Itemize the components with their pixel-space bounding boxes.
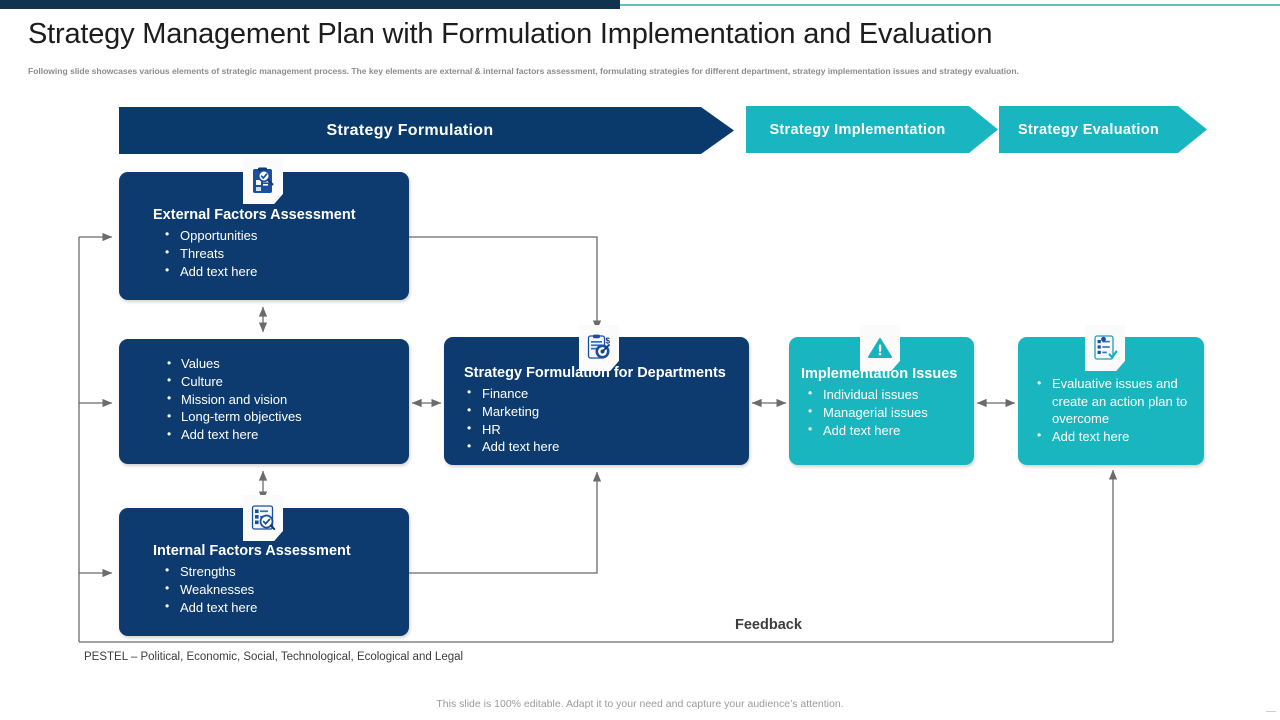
- warning-triangle-icon: [860, 325, 900, 371]
- list-item: HR: [454, 420, 739, 439]
- list-item: Add text here: [152, 598, 399, 617]
- top-accent-bar-teal: [620, 4, 1280, 6]
- clipboard-target-icon: $: [579, 325, 619, 371]
- list-item: Weaknesses: [152, 580, 399, 599]
- page-title: Strategy Management Plan with Formulatio…: [28, 18, 993, 50]
- svg-text:$: $: [606, 337, 611, 346]
- card-bullet-list: Opportunities Threats Add text here: [152, 226, 399, 281]
- list-item: Culture: [159, 372, 399, 391]
- list-item: Values: [159, 355, 399, 373]
- card-bullet-list: Strengths Weaknesses Add text here: [152, 562, 399, 617]
- checklist-magnifier-icon: [243, 495, 283, 541]
- card-heading: External Factors Assessment: [153, 207, 356, 223]
- checklist-check-icon: [1085, 325, 1125, 371]
- list-item: Add text here: [454, 438, 739, 456]
- corner-mark: [1266, 710, 1276, 712]
- list-item: Add text here: [1026, 427, 1196, 446]
- phase-chevron-strategy-implementation[interactable]: Strategy Implementation: [746, 106, 998, 153]
- card-bullet-list: Values Culture Mission and vision Long-t…: [159, 355, 399, 444]
- list-item: Add text here: [797, 421, 966, 440]
- phase-chevron-label: Strategy Formulation: [326, 121, 494, 139]
- phase-chevron-label: Strategy Implementation: [769, 121, 946, 138]
- phase-chevron-strategy-formulation[interactable]: Strategy Formulation: [119, 107, 734, 154]
- list-item: Add text here: [159, 426, 399, 444]
- list-item: Evaluative issues and create an action p…: [1026, 375, 1196, 428]
- list-item: Long-term objectives: [159, 408, 399, 426]
- pestel-legend: PESTEL – Political, Economic, Social, Te…: [84, 651, 464, 663]
- top-accent-bar-navy: [0, 0, 620, 9]
- list-item: Finance: [454, 384, 739, 403]
- slide-footnote: This slide is 100% editable. Adapt it to…: [436, 698, 844, 710]
- list-item: Threats: [152, 244, 399, 263]
- list-item: Individual issues: [797, 385, 966, 404]
- card-bullet-list: Finance Marketing HR Add text here: [454, 384, 739, 456]
- feedback-label: Feedback: [735, 617, 802, 633]
- list-item: Mission and vision: [159, 390, 399, 409]
- list-item: Strengths: [152, 562, 399, 581]
- card-organizational-values[interactable]: Values Culture Mission and vision Long-t…: [119, 339, 409, 464]
- list-item: Marketing: [454, 402, 739, 421]
- clipboard-magnifier-icon: [243, 158, 283, 204]
- card-heading: Implementation Issues: [801, 366, 958, 382]
- card-implementation-issues[interactable]: Implementation Issues Individual issues …: [789, 337, 974, 465]
- card-heading: Strategy Formulation for Departments: [464, 365, 726, 381]
- phase-chevron-label: Strategy Evaluation: [1017, 121, 1160, 138]
- card-heading: Internal Factors Assessment: [153, 543, 351, 559]
- card-bullet-list: Evaluative issues and create an action p…: [1026, 375, 1196, 445]
- card-bullet-list: Individual issues Managerial issues Add …: [797, 385, 966, 440]
- page-subtitle: Following slide showcases various elemen…: [28, 66, 1019, 76]
- list-item: Opportunities: [152, 226, 399, 245]
- phase-chevron-strategy-evaluation[interactable]: Strategy Evaluation: [999, 106, 1207, 153]
- list-item: Add text here: [152, 262, 399, 281]
- list-item: Managerial issues: [797, 403, 966, 422]
